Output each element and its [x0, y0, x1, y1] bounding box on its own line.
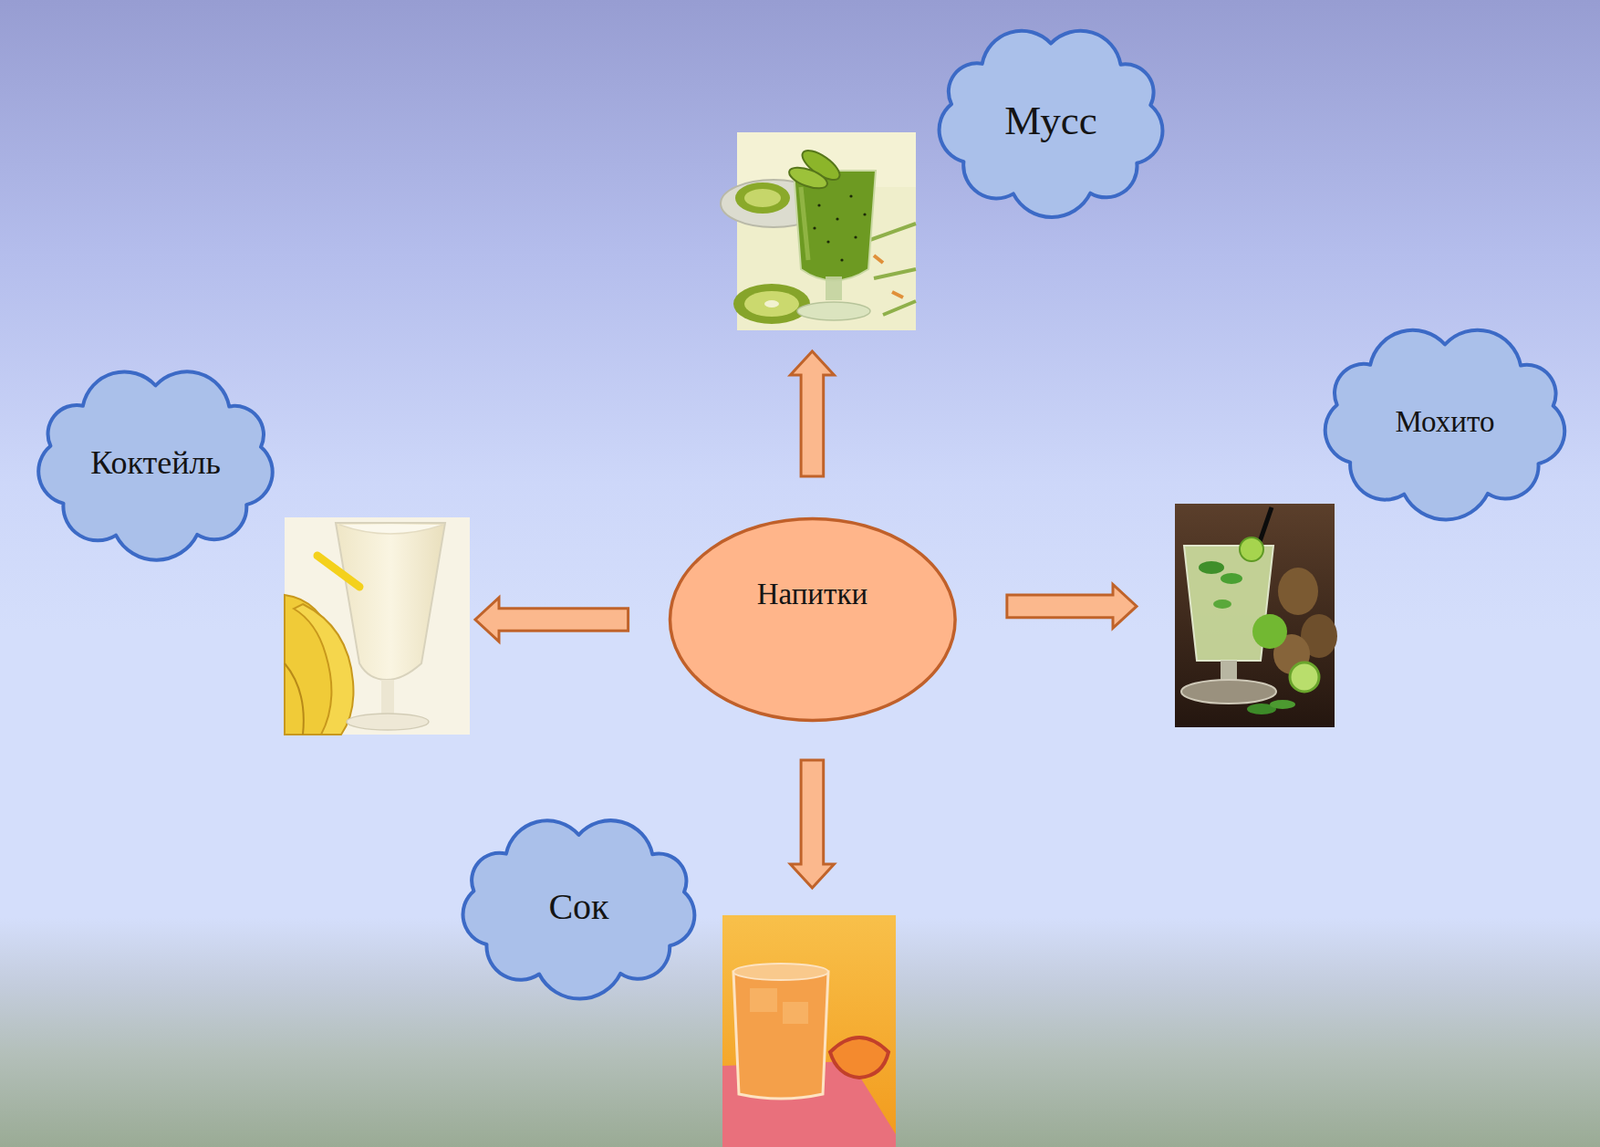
cloud-bubble: Сок [433, 803, 725, 1010]
block-arrow [475, 597, 629, 642]
ellipse-outline [667, 516, 958, 723]
node-label: Мохито [1395, 405, 1496, 440]
cloud-shape [1325, 330, 1565, 520]
block-arrow [789, 759, 834, 888]
node-label: Мусс [1004, 97, 1097, 146]
shake-photo [284, 517, 470, 735]
cloud-bubble: Мусс [913, 10, 1189, 233]
block-arrow [789, 351, 834, 477]
mojito-photo [1174, 503, 1338, 728]
cloud-shape [939, 31, 1164, 218]
cloud-shape [38, 371, 272, 560]
node-label: Коктейль [90, 444, 221, 482]
mousse-photo [720, 132, 916, 331]
ellipse-shape [669, 519, 956, 721]
block-arrow [1007, 583, 1137, 628]
node-label: Сок [548, 885, 609, 928]
hub-ellipse: Напитки [667, 516, 958, 723]
node-label: Напитки [757, 577, 868, 613]
cloud-shape [463, 820, 696, 998]
cloud-bubble: Мохито [1295, 311, 1595, 533]
cloud-bubble: Коктейль [10, 352, 302, 574]
juice-photo [722, 914, 896, 1147]
